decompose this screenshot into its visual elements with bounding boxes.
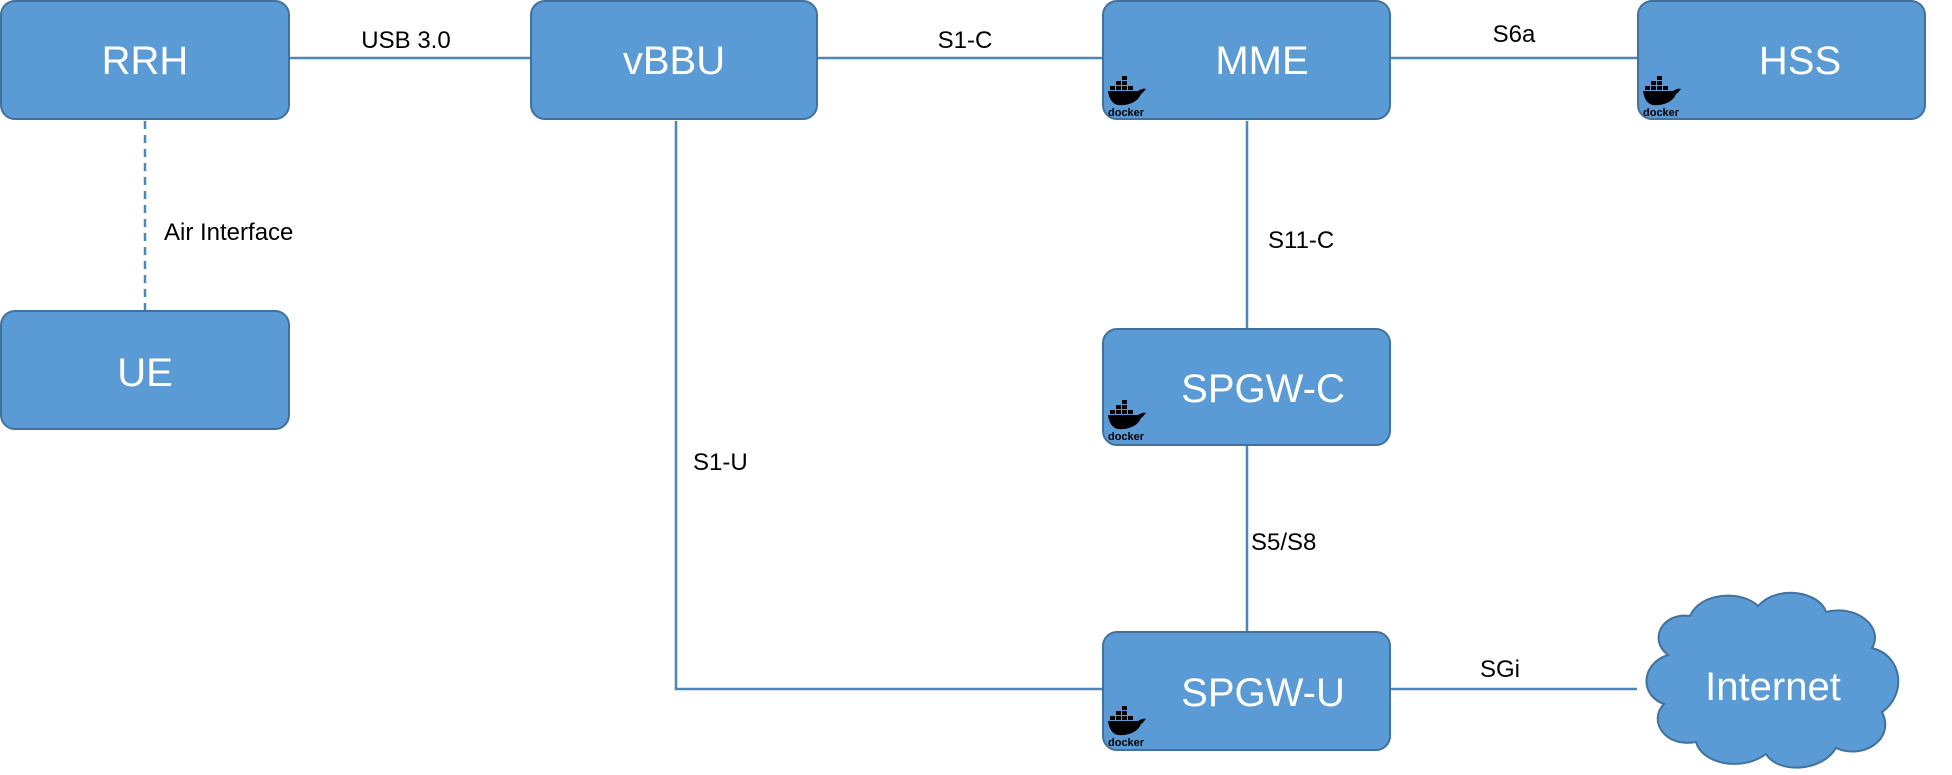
- docker-badge-text: docker: [1643, 107, 1680, 119]
- edge-vbbu-spgwu: [674, 121, 1102, 691]
- docker-badge-text: docker: [1108, 431, 1145, 443]
- node-rrh-label: RRH: [102, 39, 189, 83]
- edge-label-air-interface: Air Interface: [164, 219, 293, 246]
- node-hss-label: HSS: [1759, 39, 1841, 83]
- node-ue[interactable]: UE: [0, 310, 290, 430]
- docker-logo-icon: docker: [1108, 400, 1146, 443]
- edge-label-s5s8: S5/S8: [1251, 529, 1316, 556]
- edge-label-s6a: S6a: [1493, 21, 1536, 48]
- node-spgw-c[interactable]: SPGW-C docker: [1102, 328, 1391, 446]
- docker-badge-text: docker: [1108, 107, 1145, 119]
- node-rrh[interactable]: RRH: [0, 0, 290, 120]
- docker-logo-icon: docker: [1108, 76, 1146, 119]
- docker-logo-icon: docker: [1643, 76, 1681, 119]
- edge-label-usb: USB 3.0: [361, 27, 450, 54]
- node-vbbu[interactable]: vBBU: [530, 0, 818, 120]
- docker-badge-text: docker: [1108, 737, 1145, 749]
- edge-label-s1u: S1-U: [693, 449, 748, 476]
- node-spgw-c-label: SPGW-C: [1181, 367, 1345, 411]
- node-internet-label: Internet: [1705, 665, 1841, 709]
- node-ue-label: UE: [117, 351, 173, 395]
- node-spgw-u[interactable]: SPGW-U docker: [1102, 631, 1391, 751]
- node-internet[interactable]: Internet: [1645, 591, 1900, 769]
- docker-logo-icon: docker: [1108, 706, 1146, 749]
- edge-label-s11c: S11-C: [1268, 227, 1334, 254]
- edge-label-sgi: SGi: [1480, 656, 1520, 683]
- edge-label-s1c: S1-C: [938, 27, 993, 54]
- node-vbbu-label: vBBU: [623, 39, 725, 83]
- node-mme[interactable]: MME docker: [1102, 0, 1391, 120]
- node-hss[interactable]: HSS docker: [1637, 0, 1926, 120]
- node-spgw-u-label: SPGW-U: [1181, 671, 1345, 715]
- cloud-icon: [1645, 591, 1900, 769]
- node-mme-label: MME: [1215, 39, 1308, 83]
